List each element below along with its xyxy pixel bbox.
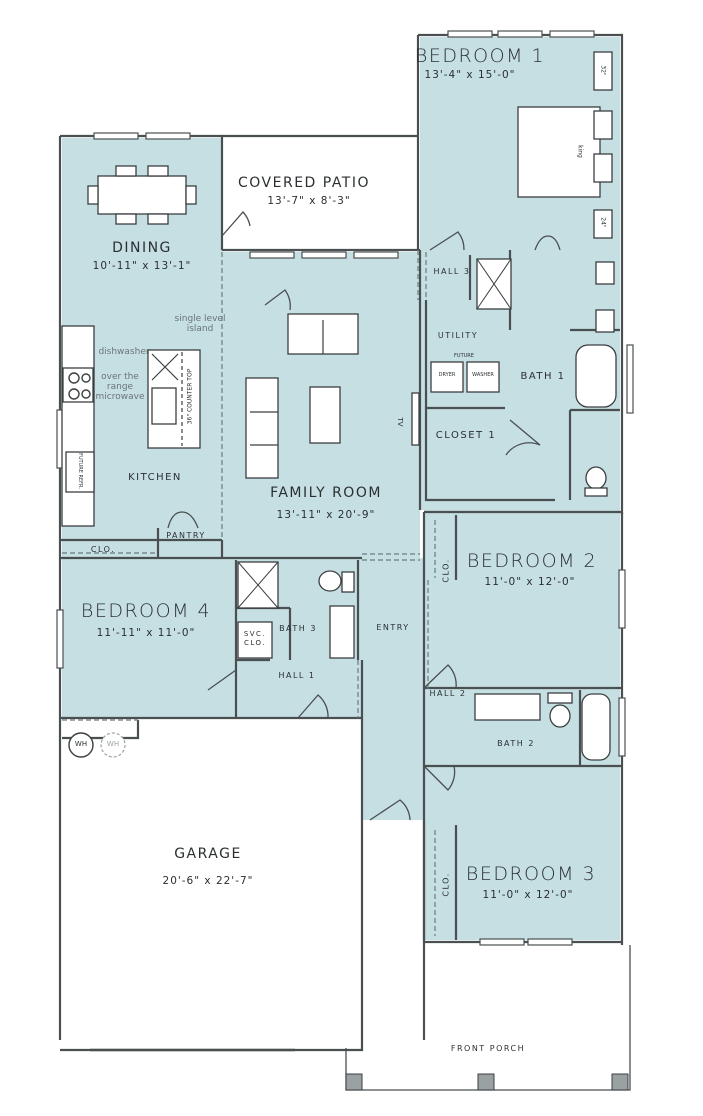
washer: [466, 361, 500, 393]
svc-closet-label: SVC. CLO.: [243, 630, 267, 647]
closet-1-label: CLOSET 1: [435, 430, 497, 441]
bedroom-2-closet-label: CLO.: [441, 558, 451, 583]
front-porch-label: FRONT PORCH: [450, 1044, 526, 1053]
bedroom-2-label: BEDROOM 2: [466, 550, 598, 572]
dining-label: DINING: [112, 240, 172, 256]
porch-column: [477, 1073, 495, 1091]
dishwasher-note: dishwasher: [98, 347, 150, 357]
toilet-1: [585, 466, 607, 490]
nightstand-24: [593, 209, 613, 239]
nightstand-32: [593, 51, 613, 91]
bedroom-4-label: BEDROOM 4: [80, 600, 212, 622]
bath-2-label: BATH 2: [497, 739, 535, 748]
kitchen-label: KITCHEN: [128, 472, 182, 483]
room-fills: [62, 37, 620, 940]
garage-dims: 20'-6" x 22'-7": [162, 875, 254, 887]
pantry-label: PANTRY: [166, 531, 206, 540]
kitchen-closet-label: CLO.: [90, 545, 116, 554]
bath-3-label: BATH 3: [279, 624, 317, 633]
bedroom-3-label: BEDROOM 3: [465, 863, 597, 885]
future-note: FUTURE: [454, 353, 474, 359]
covered-patio-dims: 13'-7" x 8'-3": [267, 195, 351, 207]
bedroom-2-dims: 11'-0" x 12'-0": [484, 576, 576, 588]
vanity-sink-2: [595, 309, 615, 333]
toilet-2: [549, 704, 571, 728]
vanity-2: [474, 693, 541, 721]
entry-label: ENTRY: [376, 623, 410, 632]
entry-area: [362, 558, 424, 820]
svc-closet: [237, 621, 273, 659]
furniture: [61, 51, 629, 1091]
bedroom-4-dims: 11'-11" x 11'-0": [96, 627, 196, 639]
hall-1-label: HALL 1: [278, 671, 316, 680]
water-heater-label: WH: [74, 740, 88, 748]
vanity-sink-1: [595, 261, 615, 285]
sink: [151, 387, 177, 425]
bedroom-1-label: BEDROOM 1: [414, 45, 546, 67]
water-heater: [68, 732, 94, 758]
porch-column: [611, 1073, 629, 1091]
family-room-dims: 13'-11" x 20'-9": [276, 509, 376, 521]
dryer-label: DRYER: [438, 372, 456, 378]
bedroom-3-dims: 11'-0" x 12'-0": [482, 889, 574, 901]
king-bed: [517, 106, 601, 198]
hall-2-label: HALL 2: [429, 689, 467, 698]
hall-3-label: HALL 3: [433, 267, 471, 276]
king-label: king: [576, 145, 584, 158]
doors: [167, 211, 561, 821]
counter-top-note: 36" COUNTER TOP: [186, 368, 194, 425]
dashed-openings: [62, 250, 436, 936]
tv-label: TV: [396, 417, 404, 427]
tv-stand: [411, 392, 420, 446]
microwave-note: over the range microwave: [95, 372, 145, 402]
bath-1-label: BATH 1: [520, 371, 566, 382]
sofa: [245, 377, 279, 479]
covered-patio-label: COVERED PATIO: [237, 175, 371, 191]
washer-label: WASHER: [472, 372, 494, 378]
water-heater-future: [100, 732, 126, 758]
bedroom-4-area: [62, 558, 362, 718]
coffee-table: [309, 386, 341, 444]
kitchen-counter: [61, 325, 95, 527]
dining-table: [97, 175, 187, 215]
garage-label: GARAGE: [174, 846, 242, 862]
nightstand-32-label: 32": [599, 65, 607, 76]
future-refr-note: FUTURE REFR.: [77, 453, 83, 489]
vanity-3: [329, 605, 355, 659]
dining-dims: 10'-11" x 13'-1": [92, 260, 192, 272]
bedroom-3-closet-label: CLO.: [441, 872, 451, 897]
porch-column: [345, 1073, 363, 1091]
utility-label: UTILITY: [437, 331, 479, 340]
dryer: [430, 361, 464, 393]
single-level-island-note: single level island: [174, 314, 226, 334]
nightstand-24-label: 24": [599, 217, 607, 228]
bedroom-1-dims: 13'-4" x 15'-0": [424, 69, 516, 81]
kitchen-closet-area: [62, 540, 222, 558]
toilet-3: [318, 570, 342, 592]
future-refrigerator: [65, 451, 95, 493]
bathtub-2: [581, 693, 611, 761]
water-heater-future-label: WH: [106, 740, 120, 748]
family-room-label: FAMILY ROOM: [270, 485, 382, 501]
bathtub-1: [575, 344, 617, 408]
